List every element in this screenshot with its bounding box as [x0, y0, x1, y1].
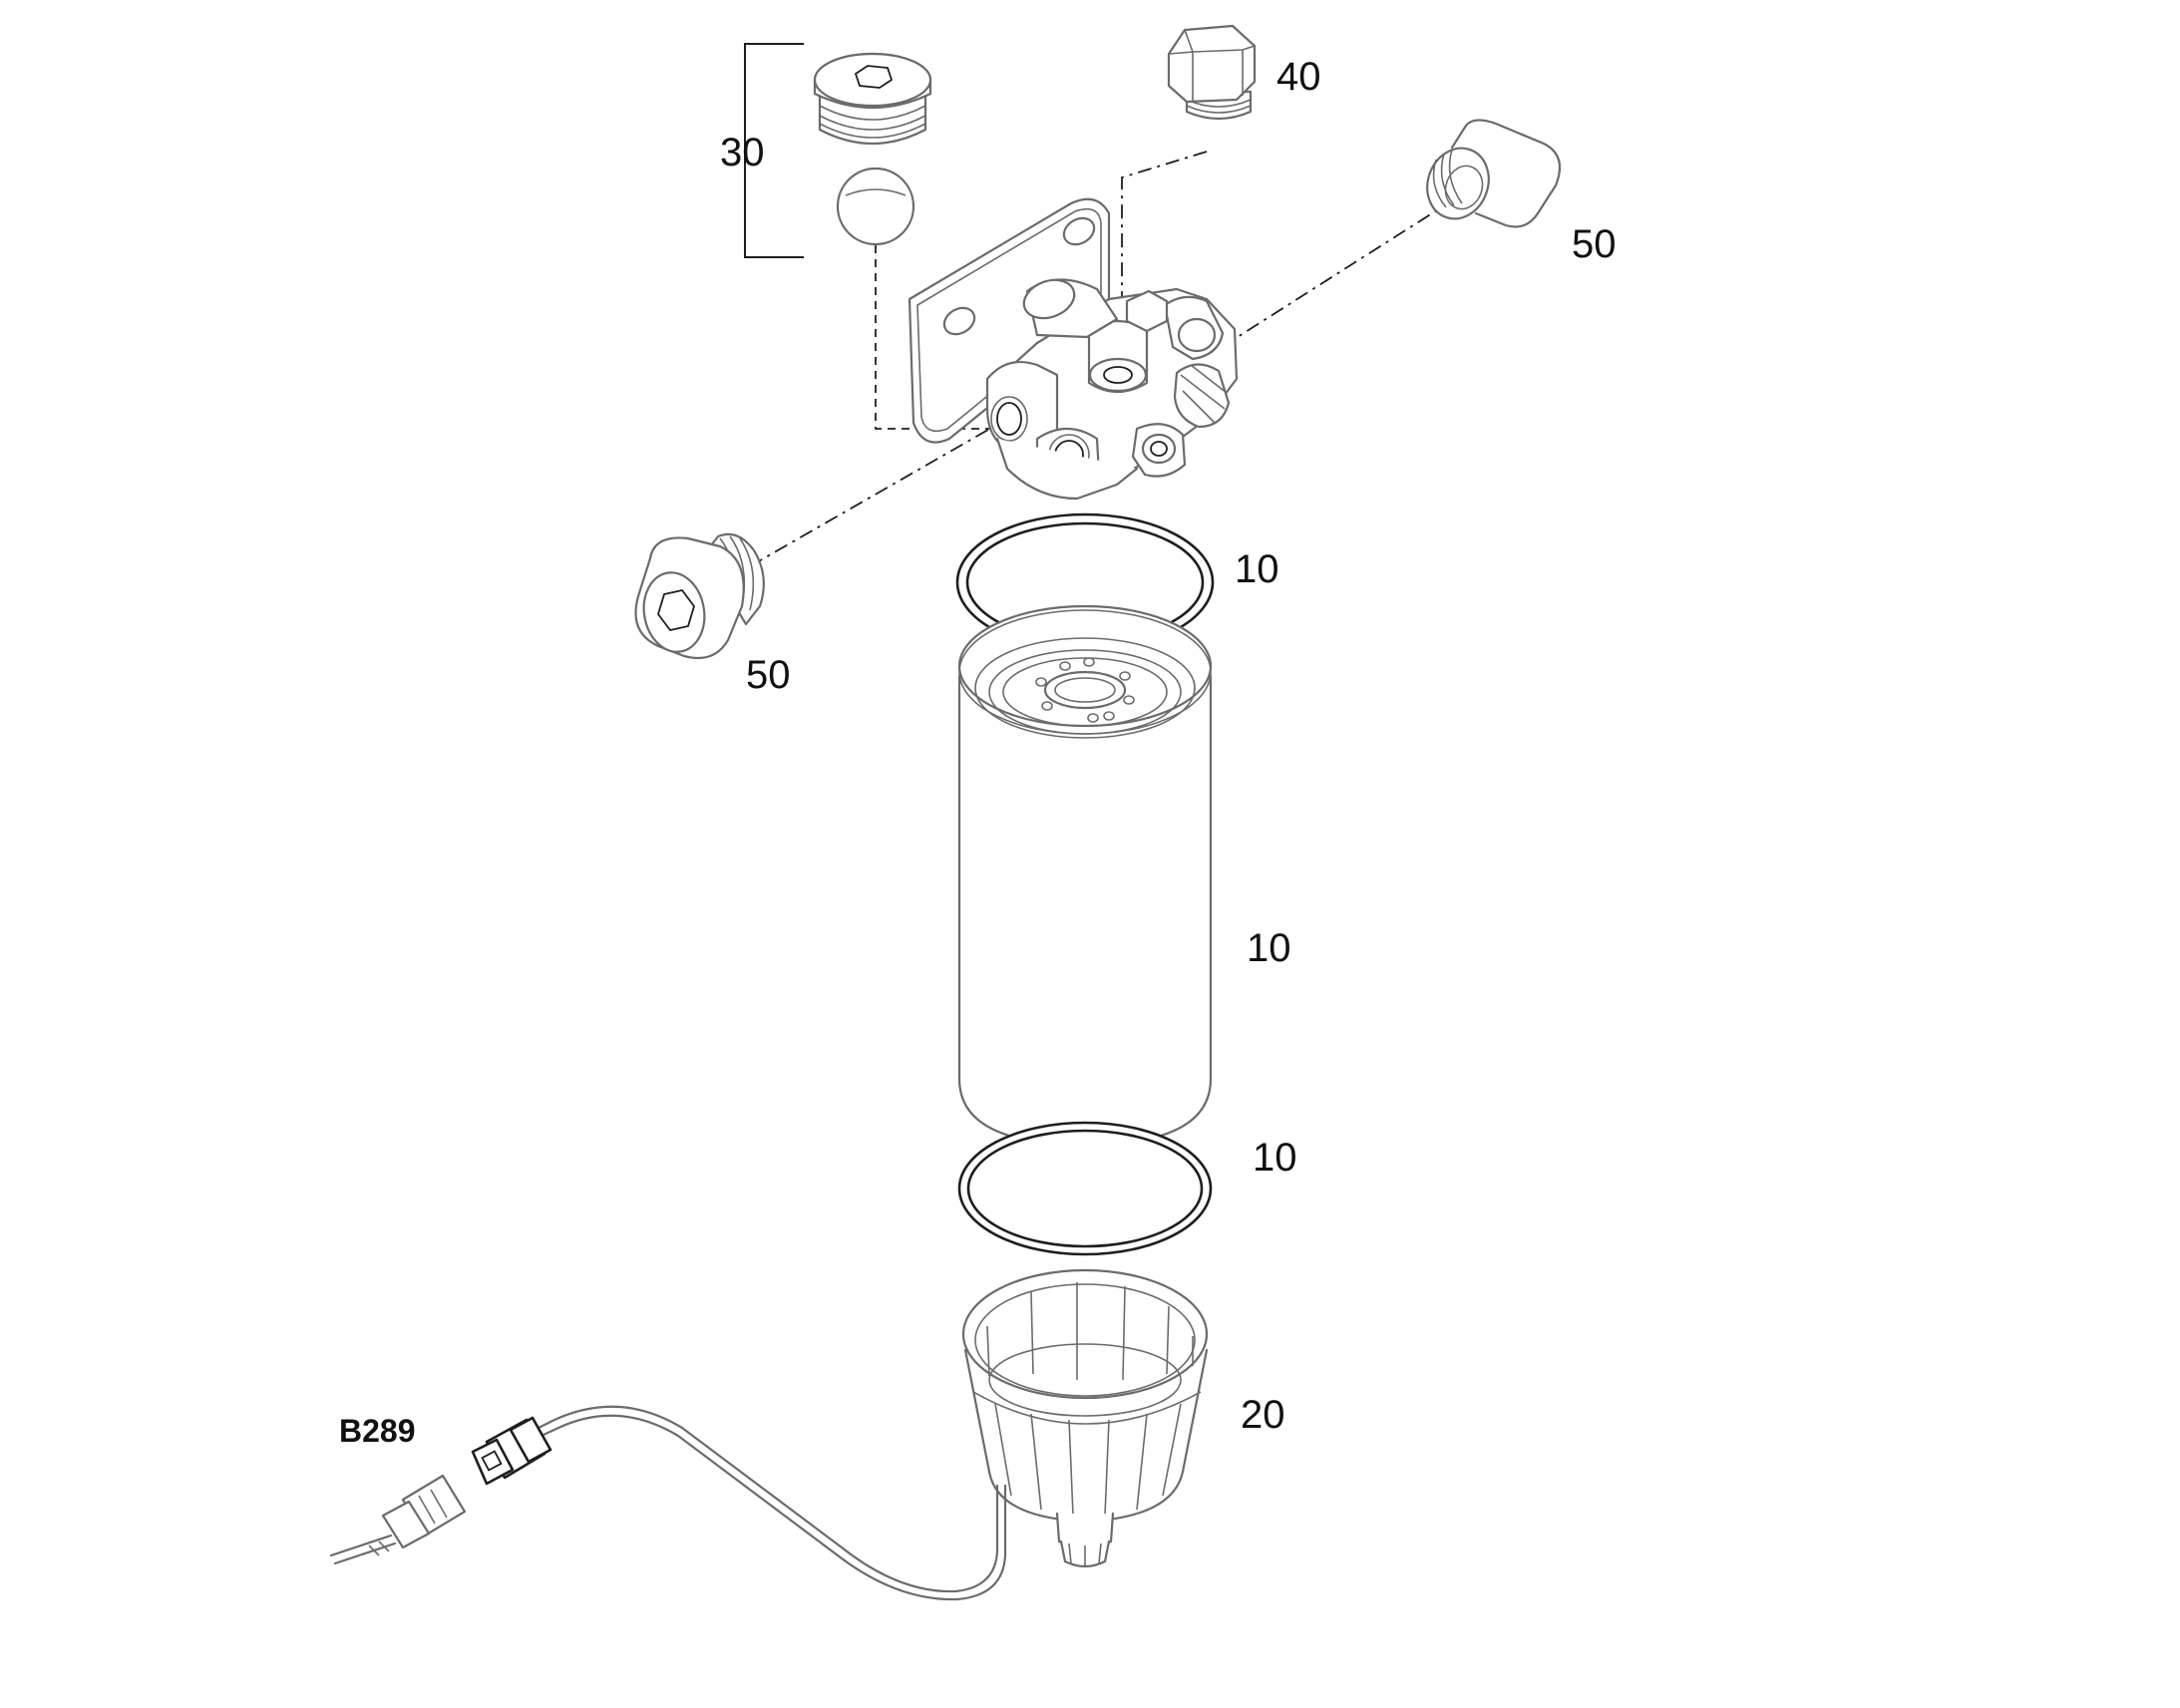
- callout-sensor-connector: B289: [339, 1413, 416, 1449]
- bracket-line: [744, 43, 804, 258]
- mating-connector: [329, 1474, 467, 1565]
- leader-line-plug-set: [875, 245, 997, 430]
- callout-plug-right: 50: [1572, 222, 1617, 266]
- hex-socket-plug: [813, 52, 932, 145]
- callout-filter-cartridge: 10: [1247, 926, 1291, 970]
- leader-line-plug-left: [749, 418, 1008, 567]
- callout-seal-ring-bottom: 10: [1253, 1136, 1297, 1180]
- filter-head-housing: [908, 197, 1239, 501]
- sealing-ring-bottom: [957, 1121, 1213, 1256]
- check-ball: [836, 167, 915, 246]
- threaded-plug-right: [1426, 119, 1562, 228]
- water-separator-bowl: [961, 1268, 1209, 1568]
- callout-plug-left: 50: [746, 653, 791, 697]
- plug-set-bracket: [744, 43, 804, 258]
- callout-plug-set: 30: [720, 131, 765, 174]
- callout-vent-plug: 40: [1276, 55, 1321, 99]
- callout-water-bowl: 20: [1241, 1393, 1285, 1437]
- leader-line-plug-right: [1226, 198, 1455, 345]
- callout-seal-ring-top: 10: [1235, 547, 1279, 591]
- callout-labels: 30 40 50 50 10 10 10 20 B289: [339, 55, 1617, 1449]
- sensor-connector: [471, 1416, 552, 1486]
- filter-cartridge: [957, 604, 1213, 1147]
- sensor-cable: [525, 1405, 1007, 1601]
- cartridge-holes: [1035, 657, 1135, 723]
- hex-vent-plug: [1167, 24, 1257, 121]
- threaded-plug-left: [634, 532, 765, 660]
